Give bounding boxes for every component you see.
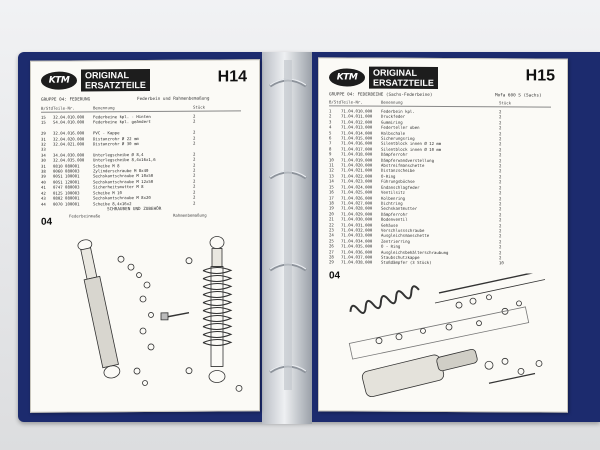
- diagram-right-label: Rahmenbemaßung: [173, 212, 207, 218]
- brand-label: ORIGINAL ERSATZTEILE: [369, 66, 438, 89]
- column-headers: B/StdTeile-Nr. Benennung Stück: [329, 99, 513, 105]
- group-title: GRUPPE 04: FEDERBEINE (Sachs-Federbeine): [329, 92, 433, 98]
- row-quantity: 10: [499, 260, 504, 266]
- row-quantity: 2: [193, 200, 196, 206]
- brand-line-2: ERSATZTEILE: [373, 77, 434, 88]
- column-header: Teile-Nr.: [341, 99, 363, 105]
- column-header: Stück: [499, 100, 512, 106]
- brand-label: ORIGINAL ERSATZTEILE: [81, 68, 150, 92]
- shock-absorber-drawing: [77, 236, 243, 392]
- brand-line-1: ORIGINAL: [373, 67, 417, 78]
- row-part-number: 71.04.038.000: [341, 259, 373, 266]
- exploded-shock-drawing: [348, 272, 546, 398]
- table-row: 29 71.04.038.000 Stoßdämpfer (3 Stück) 10: [329, 260, 513, 266]
- left-catalog-page: KTM ORIGINAL ERSATZTEILE H14 GRUPPE 04: …: [30, 59, 260, 413]
- brand-line-1: ORIGINAL: [85, 70, 129, 81]
- column-header: Benennung: [93, 105, 115, 111]
- group-subtitle: Federbein und Rahmenbemaßung: [137, 96, 210, 103]
- column-header: Stück: [193, 104, 206, 110]
- page-code: H14: [217, 68, 247, 86]
- column-header: B/Std: [329, 99, 342, 105]
- header-rule: [329, 105, 551, 108]
- right-page-header: KTM ORIGINAL ERSATZTEILE H15: [329, 66, 559, 89]
- column-header: Benennung: [381, 99, 403, 105]
- column-header: Teile-Nr.: [53, 105, 75, 111]
- page-code: H15: [525, 67, 555, 85]
- row-description: Stoßdämpfer (3 Stück): [381, 260, 432, 266]
- right-catalog-page: KTM ORIGINAL ERSATZTEILE H15 GRUPPE 04: …: [318, 57, 568, 413]
- row-part-number: 0070 100001: [53, 200, 80, 207]
- ktm-logo: KTM: [329, 68, 365, 87]
- row-position: 29: [329, 259, 334, 265]
- row-description: Scheibe 8,4x16x2: [93, 200, 132, 206]
- left-page-header: KTM ORIGINAL ERSATZTEILE H14: [41, 68, 251, 92]
- column-header: B/Std: [41, 105, 54, 111]
- group-title: GRUPPE 04: FEDERUNG: [41, 97, 91, 103]
- diagram-left-label: Federbeinmaße: [69, 213, 101, 219]
- section-label: SCHRAUBEN UND ZUBEHÖR: [107, 206, 162, 213]
- ktm-logo: KTM: [41, 71, 77, 90]
- row-position: 44: [41, 201, 46, 207]
- group-note: Mofa 600 S (Sachs): [495, 93, 542, 99]
- brand-line-2: ERSATZTEILE: [85, 79, 146, 91]
- table-row: 44 0070 100001 Scheibe 8,4x16x2 2: [41, 200, 207, 207]
- header-rule: [41, 110, 241, 113]
- binder-rings: [269, 60, 307, 390]
